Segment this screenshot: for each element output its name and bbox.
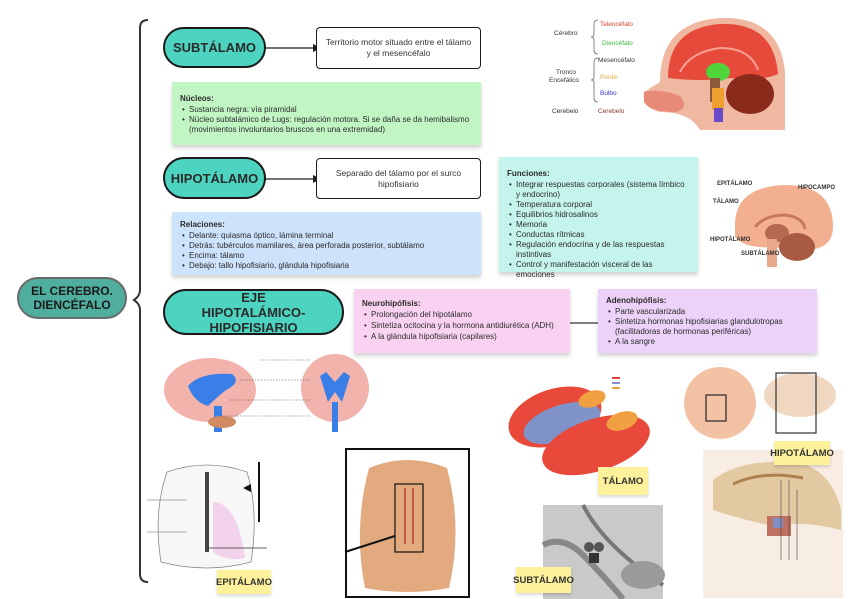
hypothalamus-detail-figure [703,450,843,598]
list-item: A la glándula hipofisiaria (capilares) [362,332,562,342]
ventricles-figure [164,354,369,432]
sagittal-brain-figure: EPITÁLAMO HIPOCAMPO TÁLAMO HIPOTÁLAMO SU… [705,175,845,270]
list-item: Encima: tálamo [180,251,473,261]
hipotalamo-relaciones-note[interactable]: Relaciones: Delante: quiasma óptico, lám… [172,212,481,275]
group-label-cerebelo: Cerebelo [552,108,579,115]
adenohipofisis-title: Adenohipófisis: [606,296,667,305]
list-item: Sustancia negra: vía piramidal [180,105,473,115]
hipotalamo-definition-box[interactable]: Separado del tálamo por el surco hipofis… [316,158,481,199]
fig-label-hipocampo: HIPOCAMPO [798,185,836,191]
cerebro-brace [590,19,599,55]
neurohipofisis-title: Neurohipófisis: [362,299,421,308]
subtalamo-title: SUBTÁLAMO [172,40,257,55]
subtalamo-definition-box[interactable]: Territorio motor situado entre el tálamo… [316,27,481,69]
root-label-line2: DIENCÉFALO [33,298,111,312]
relaciones-title: Relaciones: [180,220,225,229]
list-item: Memoria [507,220,690,230]
group-label-cerebro: Cérebro [554,30,578,37]
part-bulbo: Bulbo [600,90,617,97]
list-item: Delante: quiasma óptico, lámina terminal [180,231,473,241]
tronco-brace [590,57,599,103]
list-item: Parte vascularizada [606,307,809,317]
list-item: Control y manifestación visceral de las … [507,260,690,280]
list-item: Temperatura corporal [507,200,690,210]
part-ponte: Ponte [600,74,617,81]
nucleos-title: Núcleos: [180,94,214,103]
group-label-tronco-1: Tronco [556,69,576,76]
hipotalamo-definition: Separado del tálamo por el surco hipofis… [335,167,462,189]
hipotalamo-title: HIPOTÁLAMO [170,170,259,186]
part-diencefalo: Diencéfalo [602,40,633,47]
fig-label-hipotalamo: HIPOTÁLAMO [710,237,751,243]
sagittal-brain-image [735,185,833,267]
adenohipofisis-note[interactable]: Adenohipófisis: Parte vascularizada Sint… [598,289,817,353]
list-item: Debajo: tallo hipofisiario, glándula hip… [180,261,473,271]
list-item: Equilibrios hidrosalinos [507,210,690,220]
sticky-label-talamo: TÁLAMO [598,467,648,495]
list-item: Sintetiza hormonas hipofisiarias glandul… [606,317,809,337]
subtalamo-pill[interactable]: SUBTÁLAMO [163,27,266,68]
epithalamus-figure [147,462,267,569]
brain-divisions-figure: Cérebro Telencéfalo Diencéfalo Tronco En… [548,10,838,131]
inferior-brain-figure [684,367,836,439]
list-item: Sintetiza ocitocina y la hormona antidiu… [362,321,562,331]
sticky-label-epitalamo: EPITÁLAMO [216,570,272,594]
list-item: A la sangre [606,337,809,347]
eje-title-line1: EJE [241,289,266,305]
sticky-label-hipotalamo: HIPOTÁLAMO [770,441,834,465]
list-item: Regulación endocrina y de las respuestas… [507,240,690,260]
list-item: Conductas rítmicas [507,230,690,240]
subtalamo-nucleos-note[interactable]: Núcleos: Sustancia negra: vía piramidal … [172,82,481,145]
part-telencefalo: Telencéfalo [600,21,633,28]
subthalamus-figure [541,504,665,599]
part-mesencefalo: Mesencéfalo [598,57,635,64]
sticky-label-subtalamo: SUBTÁLAMO [513,567,574,593]
hipotalamo-funciones-note[interactable]: Funciones: Integrar respuestas corporale… [499,157,698,279]
eje-title-line2: HIPOTALÁMICO-HIPOFISIARIO [201,304,306,335]
list-item: Núcleo subtalámico de Lugs: regulación m… [180,115,473,135]
neuro-adeno-connector [570,322,598,324]
list-item: Detrás: tubérculos mamilares, área perfo… [180,241,473,251]
list-item: Integrar respuestas corporales (sistema … [507,180,690,200]
neurohipofisis-note[interactable]: Neurohipófisis: Prolongación del hipotál… [354,289,570,353]
horizontal-section-figure [344,448,470,598]
hipotalamo-pill[interactable]: HIPOTÁLAMO [163,157,266,199]
group-label-tronco-2: Encefálico [549,77,579,84]
list-item: Prolongación del hipotálamo [362,310,562,320]
part-cerebelo: Cerebelo [598,108,625,115]
fig-label-epitalamo: EPITÁLAMO [717,181,753,187]
sagittal-head-image [643,17,785,131]
subtalamo-definition: Territorio motor situado entre el tálamo… [325,37,472,58]
thalamus-figure [508,377,650,476]
fig-label-subtalamo: SUBTÁLAMO [741,251,780,257]
root-label-line1: EL CEREBRO. [31,284,113,298]
fig-label-talamo: TÁLAMO [713,199,739,205]
root-topic-pill[interactable]: EL CEREBRO. DIENCÉFALO [17,277,127,319]
funciones-title: Funciones: [507,169,550,178]
grouping-brace [132,19,149,583]
eje-pill[interactable]: EJE HIPOTALÁMICO-HIPOFISIARIO [163,289,344,335]
